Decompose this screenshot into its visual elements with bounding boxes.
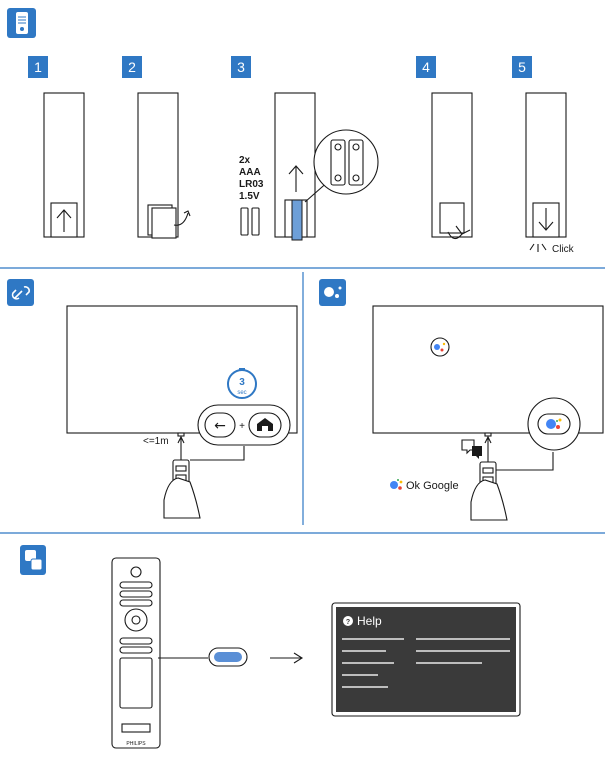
- battery-voltage: 1.5V: [239, 191, 260, 202]
- assistant-voice-label: Ok Google: [406, 480, 459, 492]
- full-remote-front: PHILIPS: [111, 557, 161, 749]
- battery-spec-label: 2x AAA LR03 1.5V: [239, 155, 264, 202]
- help-section-icon: [20, 545, 46, 575]
- step-badge-3: 3: [231, 56, 251, 78]
- remote-back-step-4: [431, 92, 473, 240]
- step-number-1: 1: [34, 59, 42, 75]
- speech-bubble-icon: [461, 439, 482, 459]
- remote-back-step-3: [274, 92, 331, 241]
- remote-back-step-5: [525, 92, 567, 238]
- step-badge-4: 4: [416, 56, 436, 78]
- hand-holding-remote-left: [163, 459, 201, 519]
- battery-polarity-zoom: [313, 129, 379, 195]
- remote-brand-label: PHILIPS: [126, 741, 146, 747]
- step-badge-1: 1: [28, 56, 48, 78]
- assistant-on-screen-icon: [430, 337, 450, 357]
- timer-icon: 3 sec: [227, 368, 257, 399]
- battery-icon: [240, 207, 260, 236]
- remote-back-step-1: [43, 92, 85, 238]
- step-number-2: 2: [128, 59, 136, 75]
- timer-seconds: 3: [239, 377, 245, 388]
- step-badge-5: 5: [512, 56, 532, 78]
- help-title: Help: [357, 614, 382, 628]
- assistant-button-zoom: [527, 397, 581, 451]
- google-assistant-icon: [390, 479, 403, 490]
- assistant-section-icon: [319, 279, 346, 306]
- step-number-5: 5: [518, 59, 526, 75]
- click-marks-icon: [529, 243, 547, 252]
- back-arrow-icon: ←: [214, 418, 226, 434]
- button-combo-bubble: ← +: [197, 404, 291, 446]
- pairing-section-icon: [7, 279, 34, 306]
- help-screen: ? Help: [331, 602, 521, 717]
- step-badge-2: 2: [122, 56, 142, 78]
- step-number-3: 3: [237, 59, 245, 75]
- battery-code: LR03: [239, 179, 264, 190]
- help-question-icon: ?: [346, 619, 350, 626]
- click-label: Click: [552, 244, 575, 255]
- arrow-right-icon: [270, 652, 304, 664]
- remote-section-icon: [7, 8, 36, 38]
- step-number-4: 4: [422, 59, 430, 75]
- remote-back-step-2: [137, 92, 191, 239]
- battery-type: AAA: [239, 167, 261, 178]
- help-button-fill: [214, 652, 242, 662]
- home-icon: [257, 418, 273, 431]
- distance-label: <=1m: [143, 436, 169, 447]
- hand-holding-remote-right: [470, 461, 508, 521]
- battery-count: 2x: [239, 155, 251, 166]
- plus-icon: +: [239, 421, 245, 432]
- timer-unit: sec: [237, 390, 246, 396]
